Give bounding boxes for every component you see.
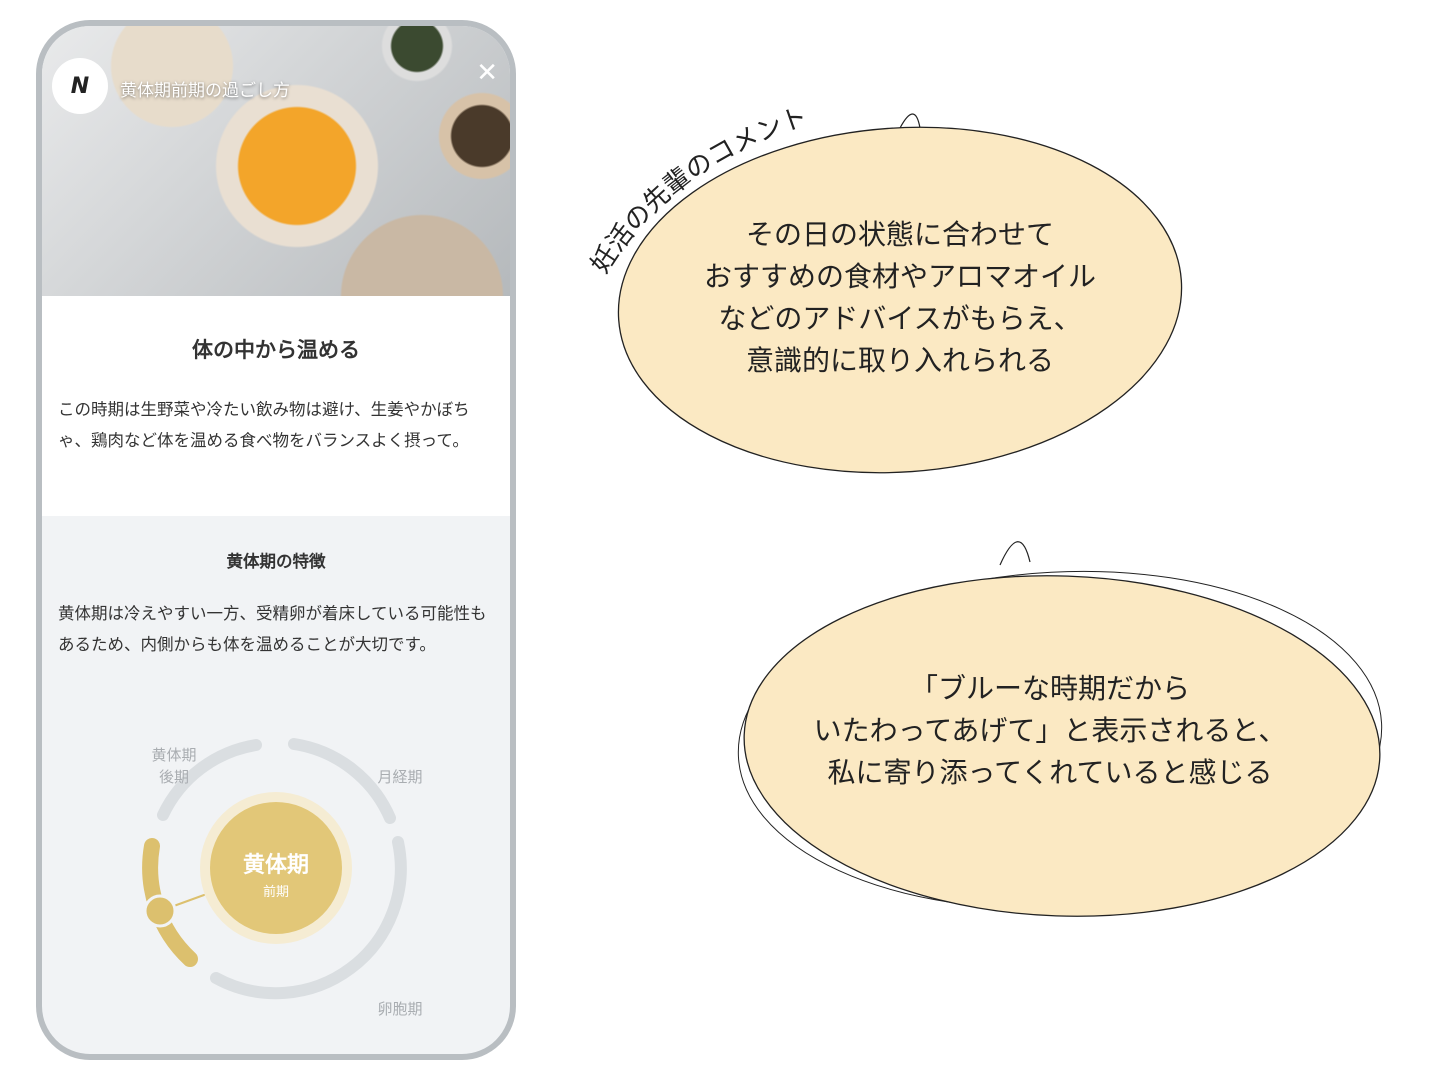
current-phase-sub: 前期 [263, 884, 289, 900]
arc-follicular[interactable] [210, 836, 407, 1000]
advice-body: この時期は生野菜や冷たい飲み物は避け、生姜やかぼちゃ、鶏肉など体を温める食べ物を… [58, 400, 470, 450]
feature-heading: 黄体期の特徴 [226, 552, 326, 571]
comment-bubble-2 [743, 575, 1381, 917]
comment-1-line: おすすめの食材やアロマオイル [703, 260, 1096, 293]
comment-bubble-1 [617, 126, 1183, 474]
card-pointer [270, 500, 302, 516]
comment-2-line: 私に寄り添ってくれていると感じる [827, 756, 1273, 789]
screen-title: 黄体期前期の過ごし方 [120, 81, 290, 101]
arc-late-luteal[interactable] [157, 739, 262, 821]
hero-food-image: N 黄体期前期の過ごし方 ✕ [42, 26, 510, 296]
current-day-marker[interactable] [143, 894, 177, 928]
app-logo: N [52, 58, 108, 114]
comment-1-line: その日の状態に合わせて [745, 218, 1054, 251]
label-menstrual: 月経期 [377, 768, 422, 786]
comment-2-line: いたわってあげて」と表示されると、 [813, 714, 1287, 747]
advice-heading: 体の中から温める [192, 338, 360, 362]
phone-screen: N 黄体期前期の過ごし方 ✕ 体の中から温める この時期は生野菜や冷たい飲み物は… [36, 20, 516, 1060]
arc-menstrual[interactable] [288, 738, 396, 824]
label-late-luteal-2: 後期 [159, 768, 189, 786]
close-icon[interactable]: ✕ [476, 58, 498, 88]
label-follicular: 卵胞期 [377, 1000, 422, 1018]
comment-1-text: その日の状態に合わせて おすすめの食材やアロマオイル などのアドバイスがもらえ、… [620, 214, 1180, 382]
comment-1-line: 意識的に取り入れられる [745, 344, 1054, 377]
label-late-luteal-1: 黄体期 [151, 746, 196, 764]
current-phase-circle [210, 802, 342, 934]
current-phase-main: 黄体期 [243, 853, 309, 878]
comment-2-text: 「ブルーな時期だから いたわってあげて」と表示されると、 私に寄り添ってくれてい… [760, 668, 1340, 794]
cycle-wheel: 黄体期 前期 黄体期 後期 月経期 卵胞期 [142, 738, 423, 1018]
advice-card [42, 296, 510, 516]
comment-1-line: などのアドバイスがもらえ、 [718, 302, 1082, 335]
feature-body: 黄体期は冷えやすい一方、受精卵が着床している可能性もあるため、内側からも体を温め… [58, 604, 487, 654]
comment-2-line: 「ブルーな時期だから [909, 672, 1190, 705]
